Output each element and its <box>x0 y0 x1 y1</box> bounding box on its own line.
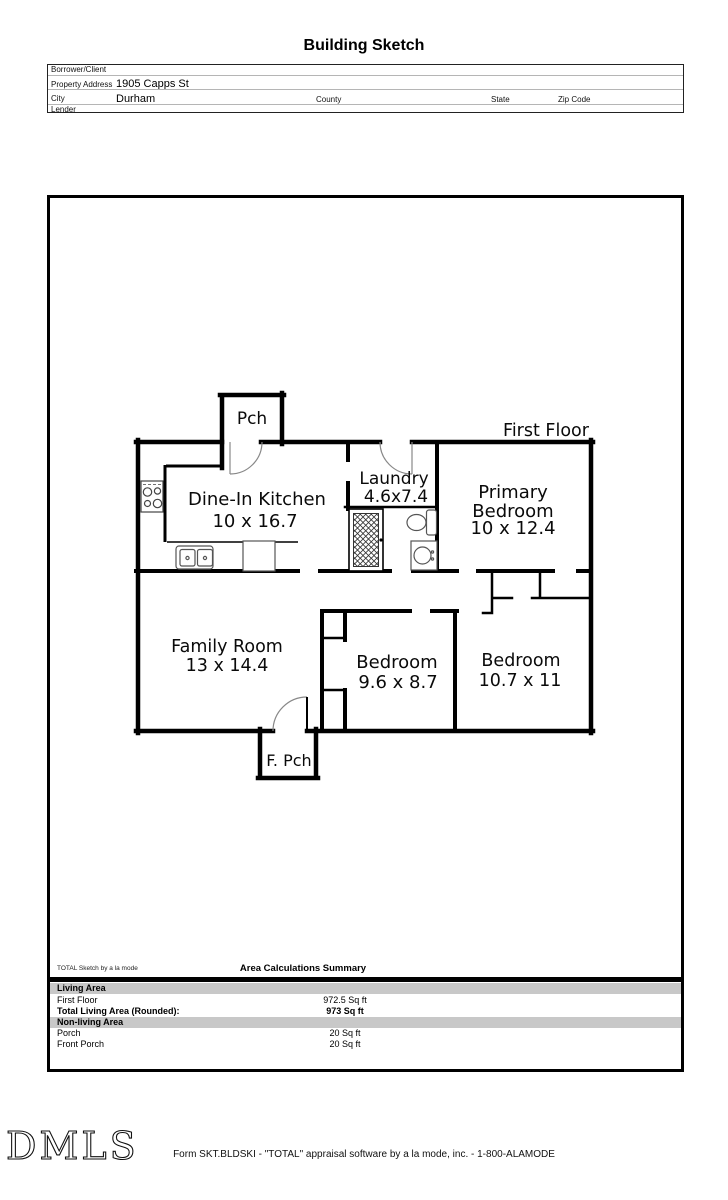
summary-divider-bar <box>47 977 684 982</box>
kitchen-counter-lines <box>163 464 298 543</box>
bathroom-sink-icon <box>410 540 438 571</box>
front-porch-walls <box>255 726 321 781</box>
family-room-dims: 13 x 14.4 <box>186 656 269 676</box>
page-title: Building Sketch <box>303 37 425 54</box>
property-address-label: Property Address <box>51 80 113 89</box>
door-swing-arcs <box>229 441 413 732</box>
dishwasher-icon <box>242 540 276 572</box>
laundry-dims: 4.6x7.4 <box>364 487 428 507</box>
front-porch-area-value: 20 Sq ft <box>329 1039 361 1049</box>
header-form-table: Borrower/Client Property Address 1905 Ca… <box>47 64 684 114</box>
shower-icon <box>348 508 384 572</box>
porch-row: Porch 20 Sq ft <box>50 1028 681 1039</box>
living-area-header: Living Area <box>57 983 106 993</box>
city-label: City <box>51 94 65 103</box>
laundry-name: Laundry <box>359 469 428 489</box>
city-value: Durham <box>116 93 156 105</box>
plan-closet-walls <box>320 505 593 692</box>
form-row-property-address: Property Address 1905 Capps St <box>48 75 683 90</box>
bedroom-middle-name: Bedroom <box>356 652 437 673</box>
first-floor-value: 972.5 Sq ft <box>323 995 367 1005</box>
primary-bedroom-name-line2: Bedroom <box>472 501 553 522</box>
primary-bedroom-dims: 10 x 12.4 <box>470 518 555 539</box>
bedroom-middle-dims: 9.6 x 8.7 <box>358 672 437 693</box>
first-floor-label: First Floor <box>57 995 98 1005</box>
lender-label: Lender <box>51 105 76 114</box>
total-sketch-branding: TOTAL Sketch by a la mode <box>57 965 138 972</box>
porch-label: Pch <box>237 409 267 429</box>
bedroom-right-name: Bedroom <box>481 651 560 671</box>
dmls-logo: DMLS <box>5 1123 139 1168</box>
form-row-borrower: Borrower/Client <box>48 65 683 75</box>
primary-bedroom-name-line1: Primary <box>478 482 548 503</box>
porch-walls <box>217 390 287 471</box>
living-area-header-band: Living Area <box>50 983 681 994</box>
first-floor-row: First Floor 972.5 Sq ft <box>50 995 681 1006</box>
front-porch-label: F. Pch <box>266 751 311 770</box>
front-porch-area-label: Front Porch <box>57 1039 105 1049</box>
kitchen-sink-icon <box>175 545 214 570</box>
toilet-icon <box>406 509 438 536</box>
total-living-area-value: 973 Sq ft <box>326 1006 364 1016</box>
floor-label: First Floor <box>503 421 590 441</box>
stove-icon <box>140 480 164 513</box>
sketch-border-box <box>47 195 684 1072</box>
family-room-name: Family Room <box>171 637 283 657</box>
porch-area-label: Porch <box>57 1028 81 1038</box>
area-calculations-title: Area Calculations Summary <box>239 963 367 974</box>
porch-area-value: 20 Sq ft <box>329 1028 361 1038</box>
form-row-city: City Durham County State Zip Code <box>48 89 683 105</box>
kitchen-dims: 10 x 16.7 <box>212 511 297 532</box>
kitchen-name: Dine-In Kitchen <box>188 489 326 510</box>
nonliving-area-header-band: Non-living Area <box>50 1017 681 1028</box>
bedroom-right-dims: 10.7 x 11 <box>479 671 562 691</box>
state-label: State <box>491 95 510 104</box>
total-living-area-label: Total Living Area (Rounded): <box>57 1006 180 1016</box>
property-address-value: 1905 Capps St <box>116 78 189 90</box>
front-porch-row: Front Porch 20 Sq ft <box>50 1039 681 1050</box>
zip-code-label: Zip Code <box>558 95 591 104</box>
borrower-label: Borrower/Client <box>51 65 107 74</box>
nonliving-area-header: Non-living Area <box>57 1017 124 1027</box>
county-label: County <box>316 95 342 104</box>
form-row-lender: Lender <box>48 104 683 114</box>
plan-outer-walls <box>133 390 596 781</box>
footer-form-line: Form SKT.BLDSKI - "TOTAL" appraisal soft… <box>173 1149 555 1160</box>
total-living-area-row: Total Living Area (Rounded): 973 Sq ft <box>50 1006 681 1017</box>
